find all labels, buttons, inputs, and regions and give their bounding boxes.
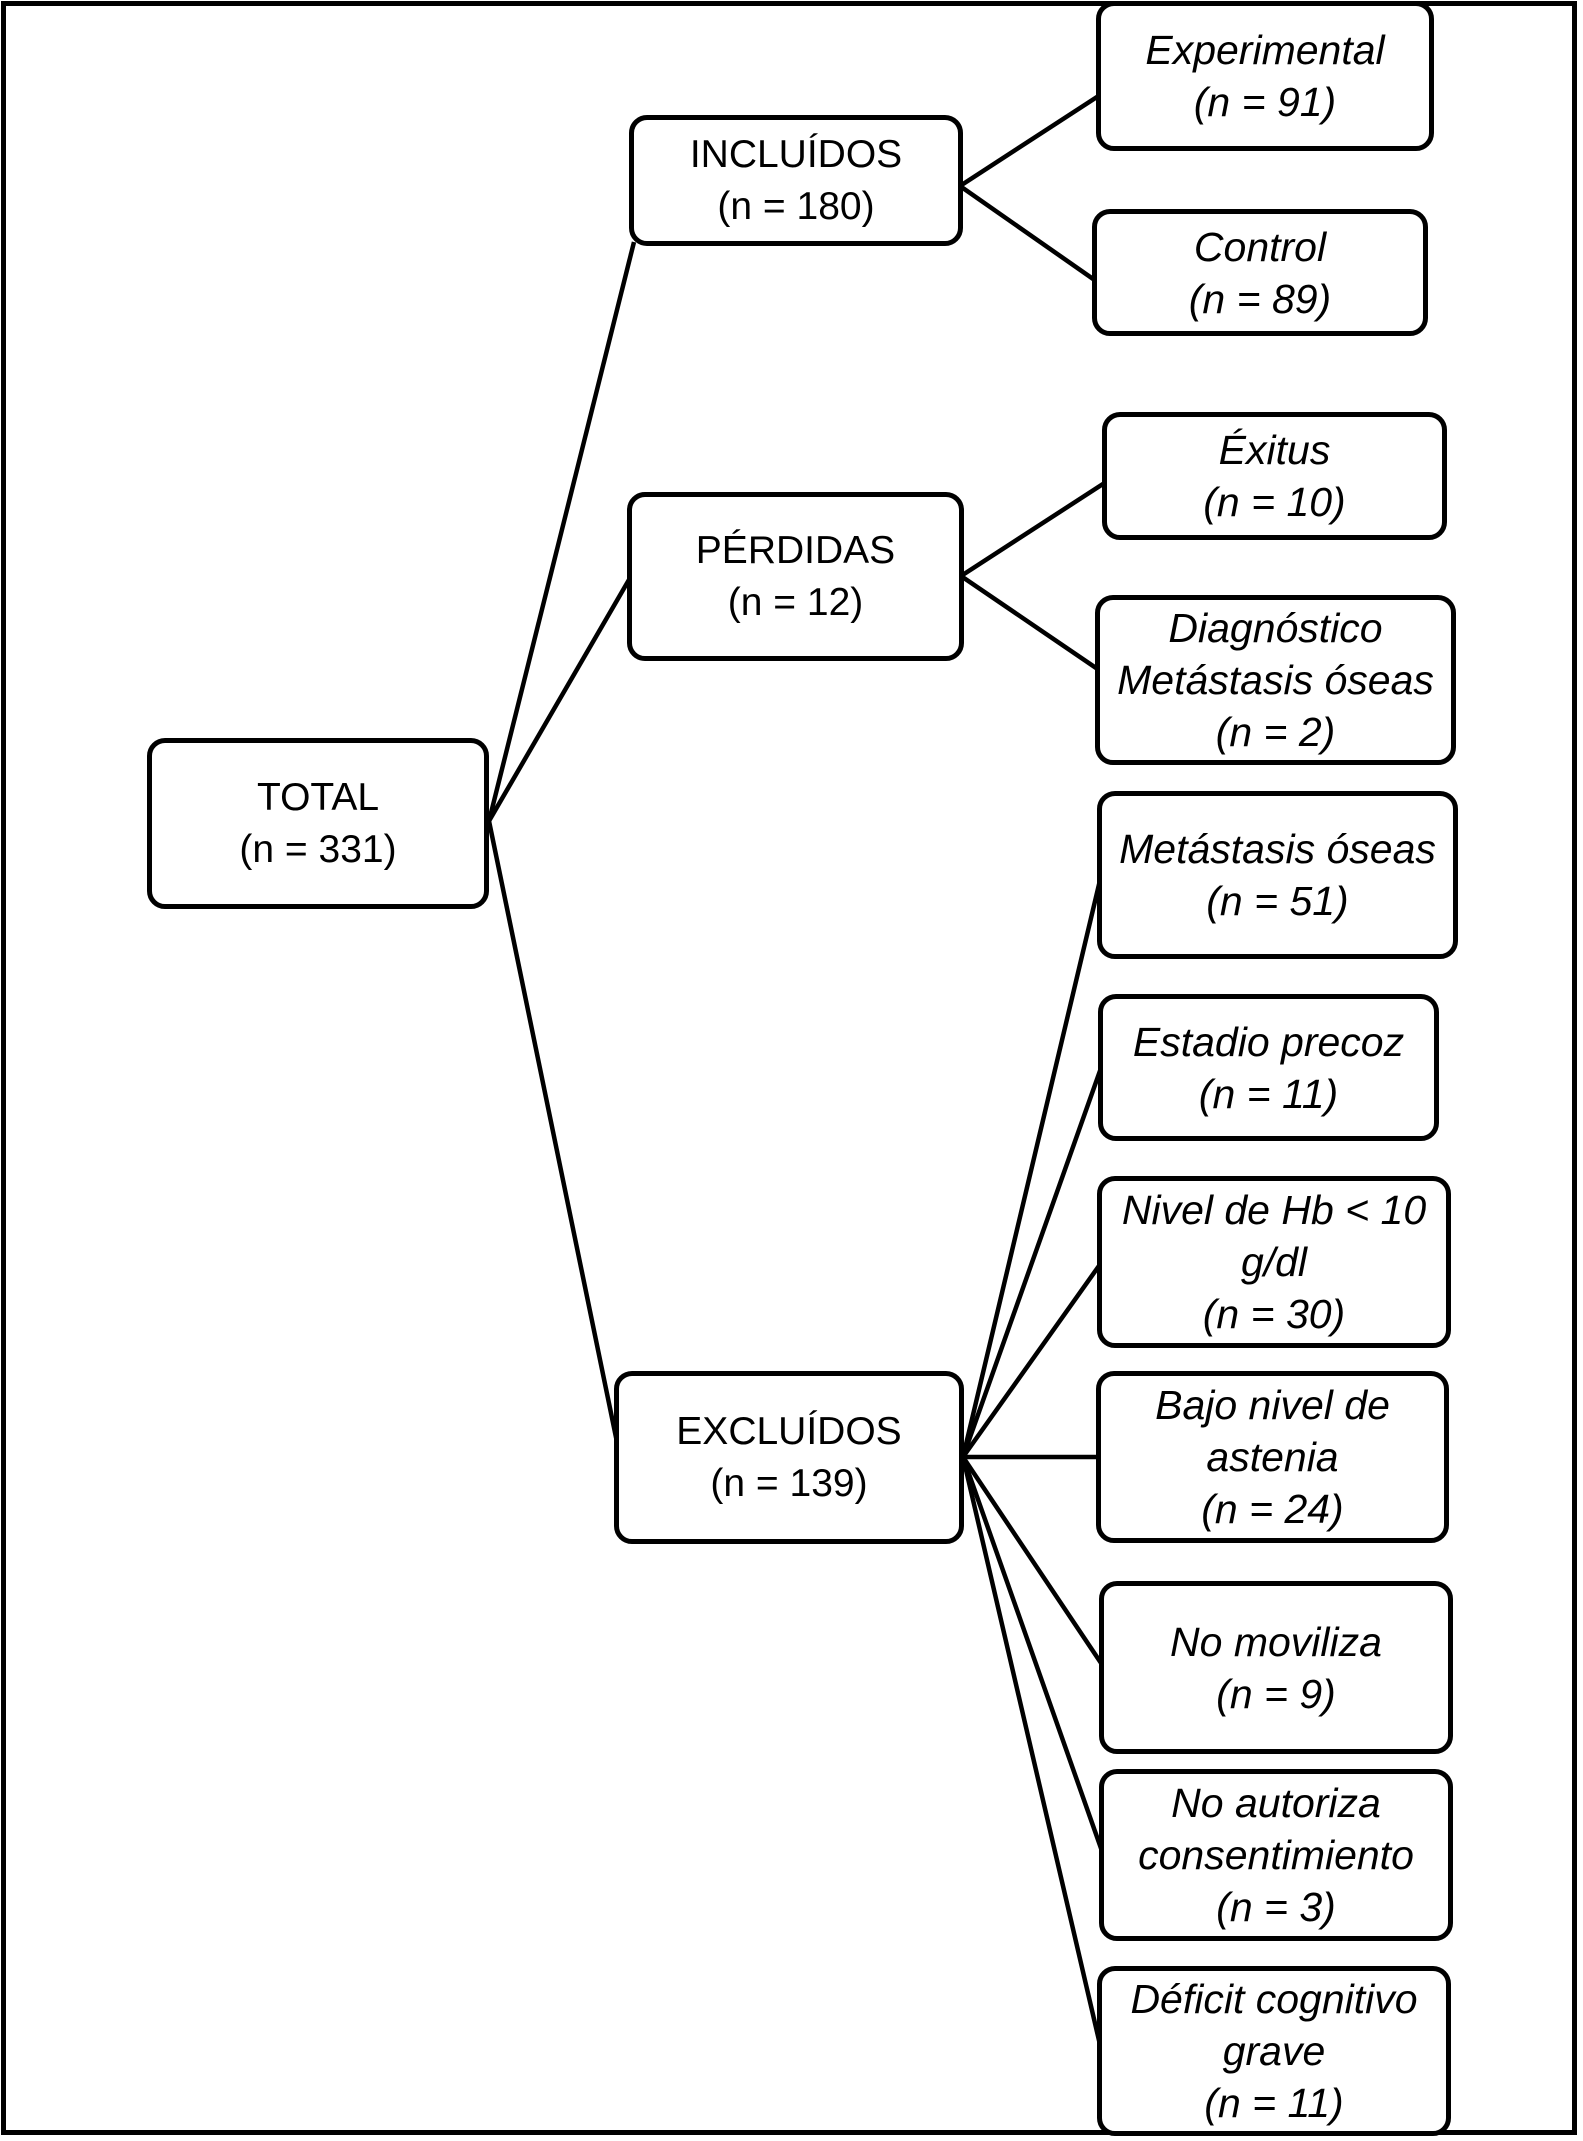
node-no-moviliza: No moviliza (n = 9): [1099, 1581, 1453, 1754]
edge-excluidos-metastasis: [960, 875, 1104, 1458]
node-deficit-line2: grave: [1222, 2028, 1326, 2074]
node-incluidos-label: INCLUÍDOS: [689, 132, 903, 176]
edge-excluidos-estadio: [960, 1067, 1104, 1458]
node-no-autoriza: No autoriza consentimiento (n = 3): [1099, 1769, 1453, 1941]
node-total-count: (n = 331): [239, 827, 397, 871]
node-exitus-count: (n = 10): [1203, 479, 1346, 525]
node-metastasis-count: (n = 51): [1206, 878, 1349, 924]
node-estadio-count: (n = 11): [1198, 1070, 1339, 1117]
node-no-moviliza-count: (n = 9): [1216, 1670, 1336, 1717]
node-bajo-astenia-line2: astenia: [1206, 1434, 1339, 1480]
node-no-moviliza-label: No moviliza: [1170, 1618, 1382, 1665]
node-control-count: (n = 89): [1188, 275, 1332, 322]
node-no-autoriza-line2: consentimiento: [1138, 1832, 1414, 1878]
node-exitus: Éxitus (n = 10): [1102, 412, 1447, 540]
edge-incluidos-control: [958, 184, 1098, 283]
node-nivel-hb: Nivel de Hb < 10 g/dl (n = 30): [1097, 1176, 1451, 1348]
node-deficit-line1: Déficit cognitivo: [1130, 1976, 1418, 2022]
node-incluidos: INCLUÍDOS (n = 180): [629, 115, 963, 246]
node-perdidas-label: PÉRDIDAS: [695, 528, 896, 572]
edge-perdidas-diagnostico: [959, 574, 1101, 672]
node-bajo-astenia-line1: Bajo nivel de: [1155, 1382, 1390, 1428]
edge-excluidos-deficit: [960, 1456, 1104, 2050]
node-experimental: Experimental (n = 91): [1096, 1, 1434, 151]
node-deficit-cognitivo: Déficit cognitivo grave (n = 11): [1097, 1966, 1451, 2136]
node-deficit-count: (n = 11): [1204, 2080, 1344, 2126]
node-perdidas: PÉRDIDAS (n = 12): [627, 492, 964, 661]
node-nivel-hb-count: (n = 30): [1202, 1291, 1346, 1337]
edge-total-perdidas: [487, 576, 632, 823]
node-experimental-label: Experimental: [1145, 27, 1385, 73]
node-no-autoriza-count: (n = 3): [1216, 1884, 1336, 1930]
node-estadio-precoz: Estadio precoz (n = 11): [1098, 994, 1439, 1141]
node-nivel-hb-line2: g/dl: [1240, 1239, 1308, 1285]
node-control: Control (n = 89): [1092, 209, 1428, 336]
node-total-label: TOTAL: [256, 775, 380, 819]
node-metastasis-label: Metástasis óseas: [1119, 826, 1436, 872]
node-bajo-astenia: Bajo nivel de astenia (n = 24): [1096, 1371, 1449, 1543]
node-nivel-hb-line1: Nivel de Hb < 10: [1121, 1187, 1427, 1233]
edge-incluidos-experimental: [958, 93, 1102, 188]
edge-excluidos-no-moviliza: [961, 1455, 1105, 1668]
node-metastasis-oseas: Metástasis óseas (n = 51): [1097, 791, 1458, 959]
node-diagnostico-metastasis: Diagnóstico Metástasis óseas (n = 2): [1095, 595, 1456, 765]
edge-perdidas-exitus: [959, 480, 1108, 578]
node-bajo-astenia-count: (n = 24): [1201, 1486, 1344, 1532]
node-perdidas-count: (n = 12): [727, 580, 864, 624]
node-diagnostico-line1: Diagnóstico: [1168, 605, 1383, 651]
node-excluidos-count: (n = 139): [710, 1461, 868, 1505]
edge-excluidos-nivel-hb: [961, 1261, 1103, 1459]
edge-total-incluidos: [486, 241, 637, 822]
node-incluidos-count: (n = 180): [717, 184, 875, 228]
node-excluidos: EXCLUÍDOS (n = 139): [614, 1371, 964, 1544]
edge-excluidos-no-autoriza: [960, 1456, 1106, 1855]
node-estadio-label: Estadio precoz: [1132, 1018, 1405, 1065]
node-no-autoriza-line1: No autoriza: [1171, 1780, 1381, 1826]
node-exitus-label: Éxitus: [1218, 427, 1331, 473]
node-control-label: Control: [1193, 223, 1327, 270]
node-experimental-count: (n = 91): [1193, 79, 1337, 125]
edge-total-excluidos: [486, 820, 621, 1448]
node-excluidos-label: EXCLUÍDOS: [676, 1409, 902, 1453]
node-diagnostico-line2: Metástasis óseas: [1117, 657, 1434, 703]
node-diagnostico-count: (n = 2): [1215, 709, 1336, 755]
node-total: TOTAL (n = 331): [147, 738, 489, 909]
